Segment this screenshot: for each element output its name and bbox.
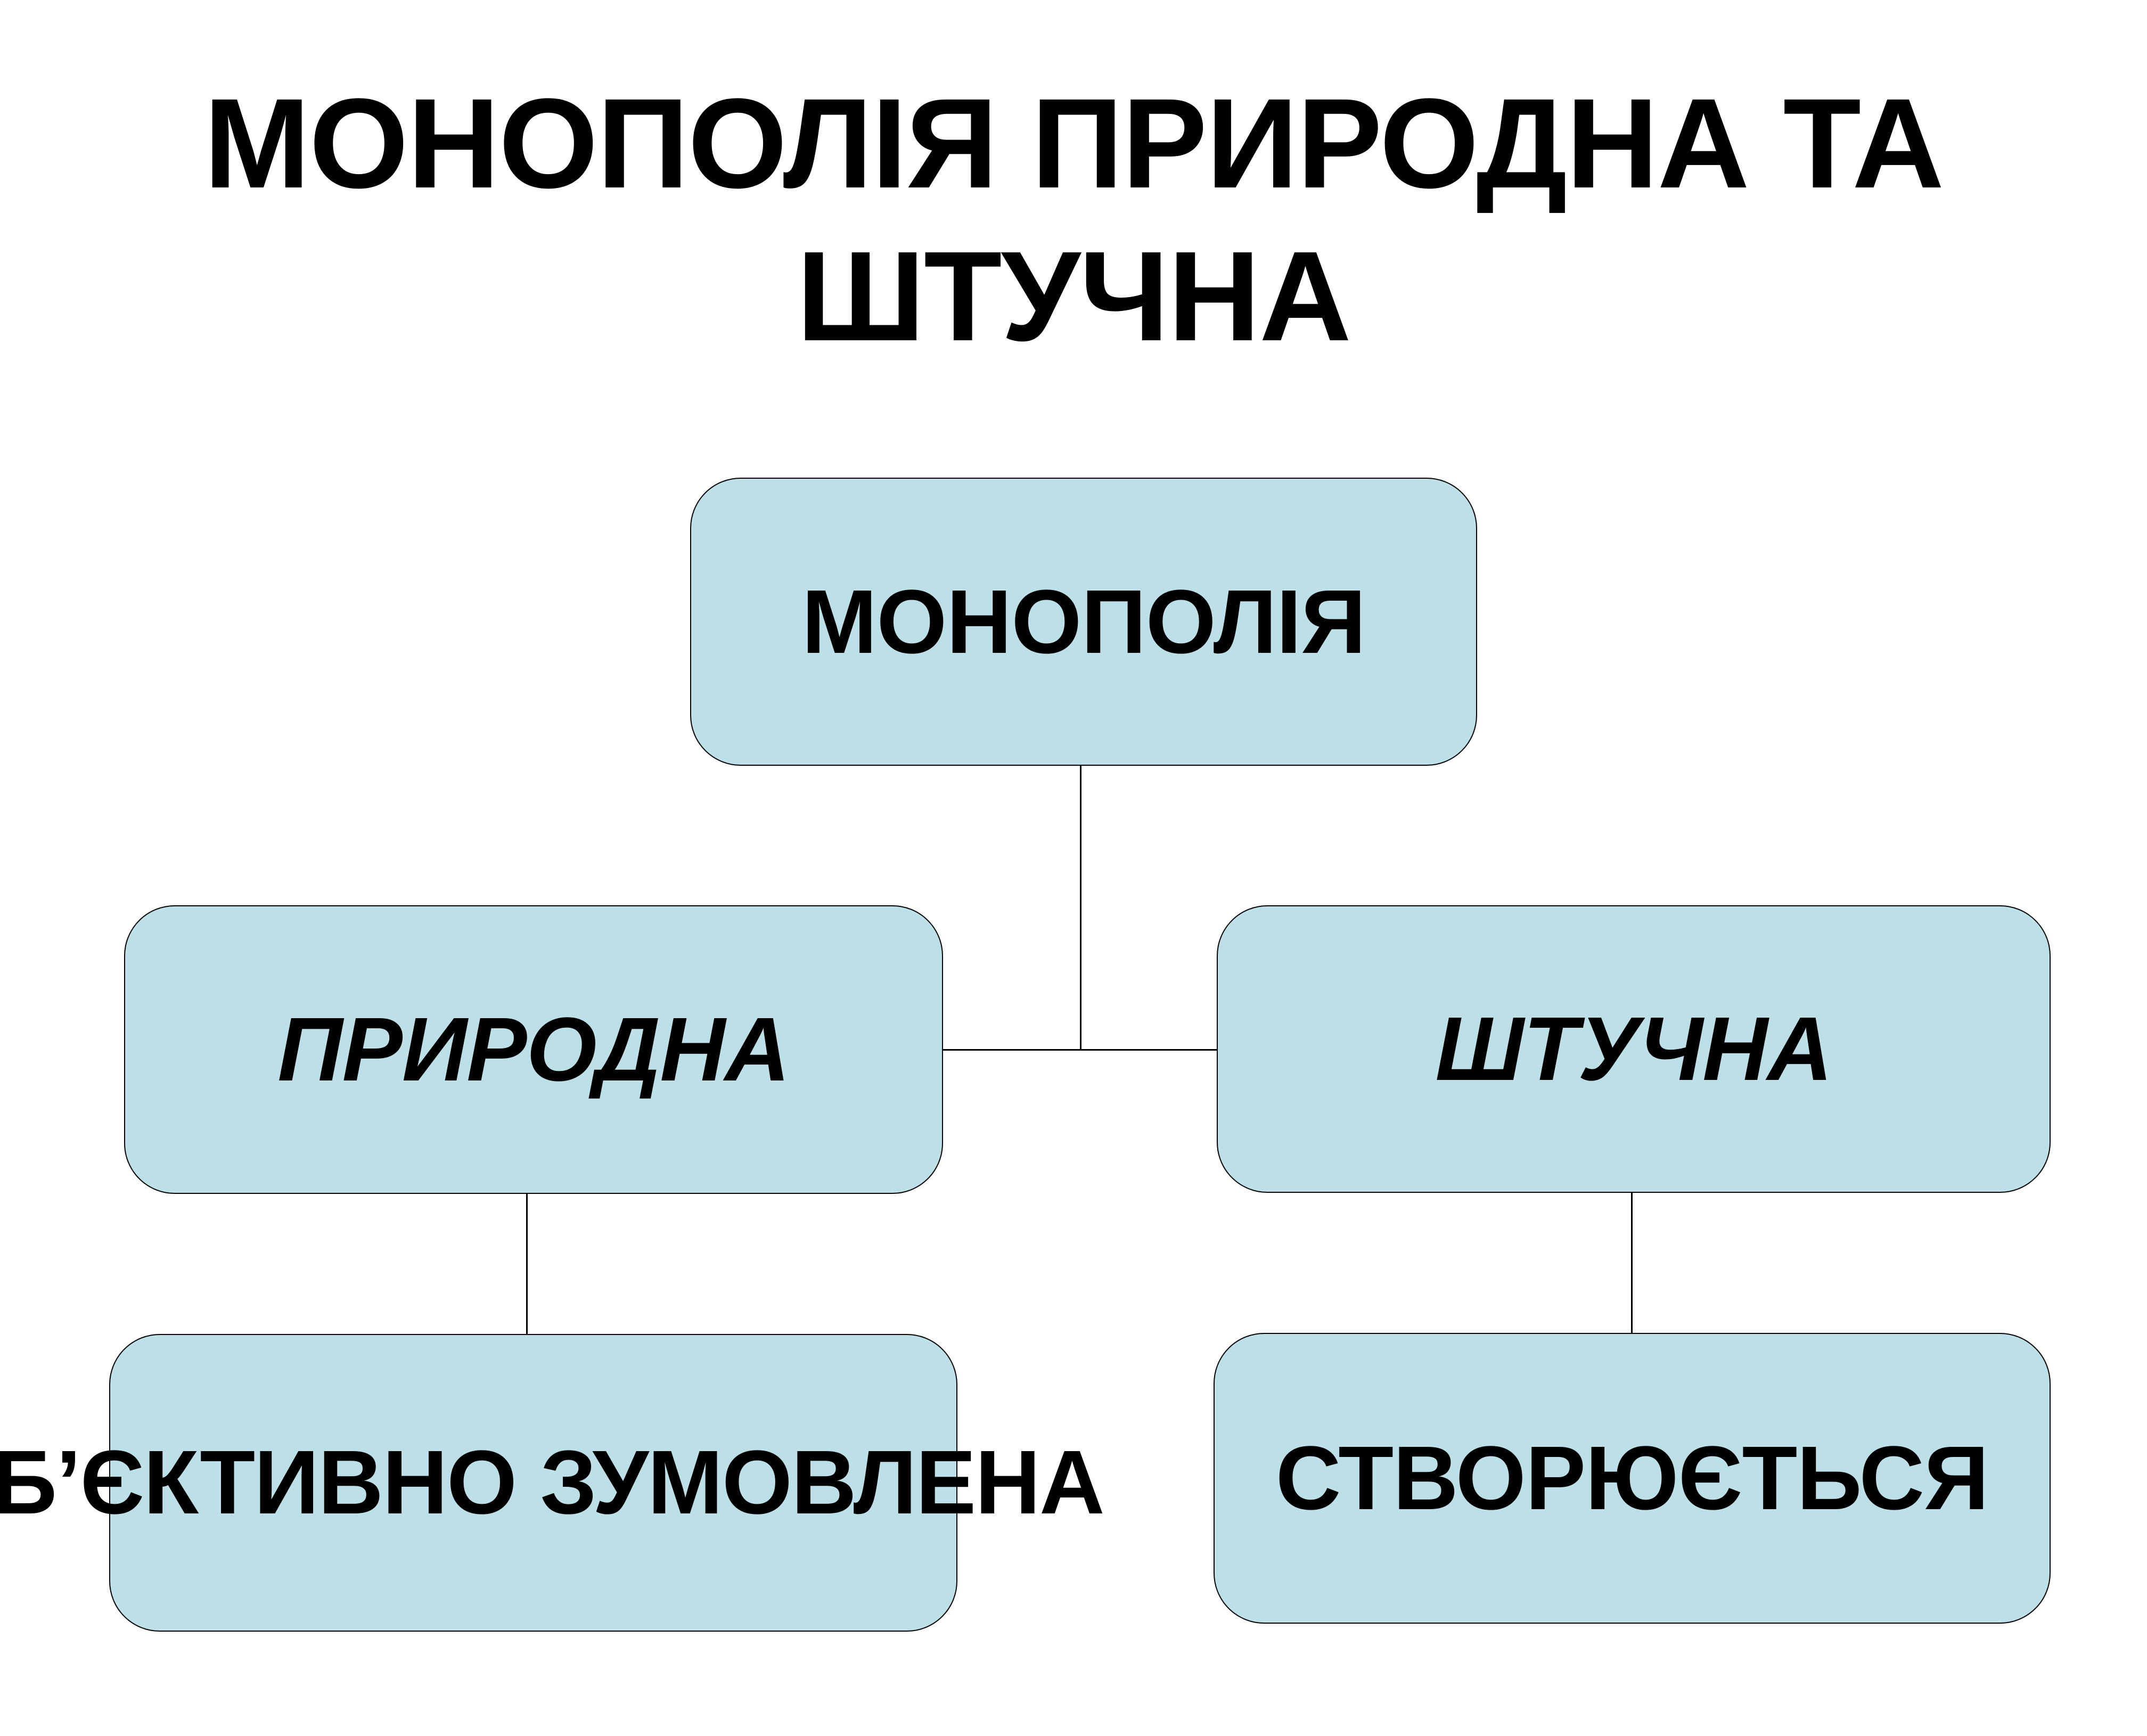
node-artificial: ШТУЧНА [1217, 905, 2051, 1193]
node-artificial-label: ШТУЧНА [1435, 998, 1832, 1100]
title-line-1: МОНОПОЛІЯ ПРИРОДНА ТА [203, 72, 1945, 215]
node-artificial-detail: СТВОРЮЄТЬСЯ [1214, 1333, 2051, 1624]
node-monopoly-label: МОНОПОЛІЯ [801, 571, 1366, 673]
connector-natural-to-detail [526, 1194, 528, 1334]
node-natural: ПРИРОДНА [124, 905, 943, 1194]
node-artificial-detail-label: СТВОРЮЄТЬСЯ [1275, 1428, 1989, 1529]
node-natural-detail [109, 1334, 957, 1632]
title-line-2: ШТУЧНА [796, 225, 1351, 367]
connector-root-to-children [1080, 766, 1081, 1050]
connector-natural-artificial [943, 1049, 1217, 1051]
node-natural-detail-label: Б’ЄКТИВНО ЗУМОВЛЕНА [0, 1432, 1105, 1533]
node-natural-label: ПРИРОДНА [277, 999, 790, 1100]
connector-artificial-to-detail [1631, 1193, 1633, 1333]
slide-title: МОНОПОЛІЯ ПРИРОДНА ТА ШТУЧНА [0, 67, 2147, 373]
node-monopoly: МОНОПОЛІЯ [690, 478, 1477, 766]
